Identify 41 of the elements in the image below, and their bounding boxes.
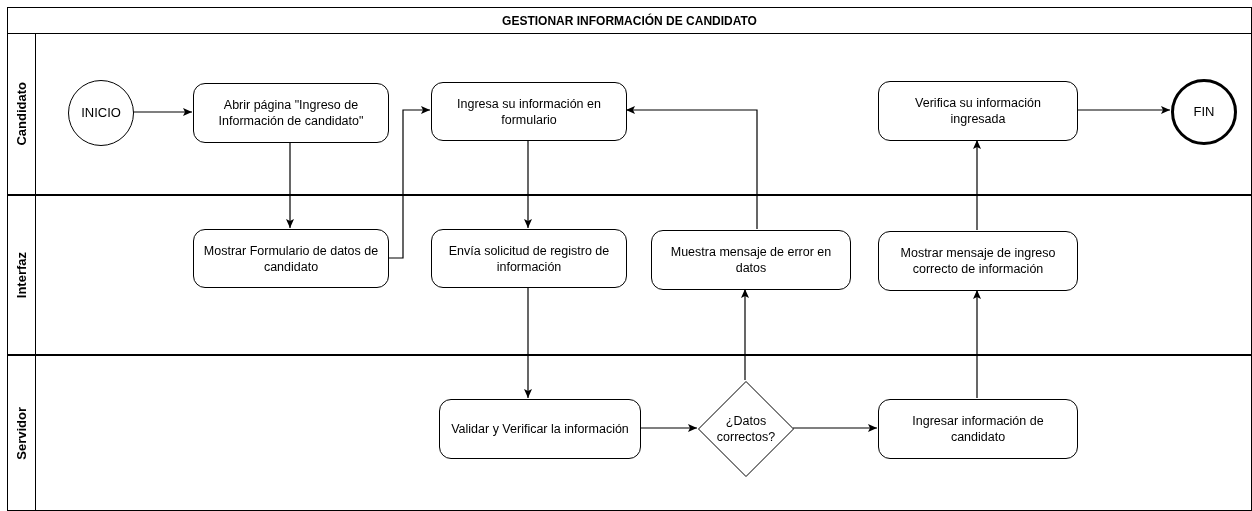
arrow [639,424,698,432]
node-label: INICIO [81,104,121,123]
arrow [973,139,981,231]
node-label: Validar y Verificar la información [451,421,629,437]
lane-label: Candidato [15,82,28,146]
process-box [431,229,627,288]
node-label: Envía solicitud de registro de información [447,242,611,275]
arrow [741,288,749,381]
diagram-title: GESTIONAR INFORMACIÓN DE CANDIDATO [502,12,757,30]
node-label: Ingresar información de candidato [911,413,1045,445]
decision-diamond [698,381,794,477]
process-box [878,399,1078,459]
node-label: Muestra mensaje de error en datos [669,244,833,276]
node-label: Abrir página "Ingreso de Información de candidato" [217,97,365,129]
arrow [625,106,758,230]
swimlane [7,195,1252,355]
arrow [792,424,878,432]
process-box [431,82,627,141]
process-box [651,230,851,290]
arrow [387,106,431,259]
lane-label: Servidor [15,406,28,460]
arrow [132,108,193,116]
process-box [878,231,1078,291]
arrow [973,289,981,399]
process-box [193,83,389,143]
swimlane [7,33,1252,195]
arrow [524,286,532,399]
node-label: Verifica su información ingresada [914,95,1042,127]
arrow [1076,106,1171,114]
node-label: FIN [1193,103,1215,122]
lane-label: Interfaz [15,251,28,299]
arrow [286,141,294,229]
node-label: Mostrar Formulario de datos de candidato [202,242,380,275]
swimlane [7,355,1252,511]
node-label: Ingresa su información en formulario [456,95,602,128]
process-box [878,81,1078,141]
node-label: ¿Datos correctos? [716,414,776,444]
process-box [439,399,641,459]
node-label: Mostrar mensaje de ingreso correcto de información [899,245,1057,277]
arrow [524,139,532,229]
process-box [193,229,389,288]
